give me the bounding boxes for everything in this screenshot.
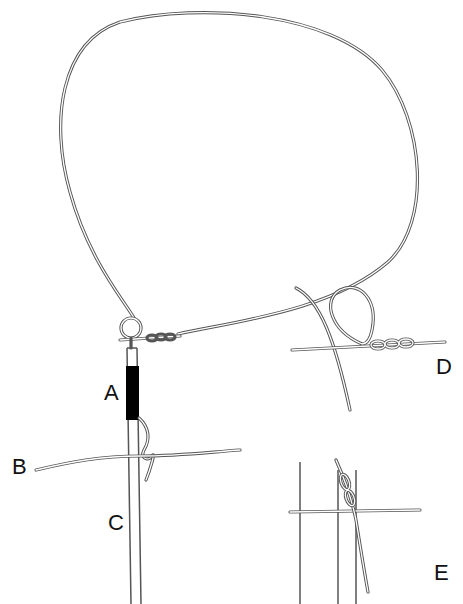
twist-knot: [147, 334, 175, 341]
detail-d: [292, 287, 445, 410]
snare-loop: [61, 13, 418, 348]
support-wire: [36, 450, 240, 470]
part-label: D: [436, 356, 452, 378]
part-label: E: [434, 562, 449, 584]
part-label: B: [12, 456, 27, 478]
tie-wire: [139, 418, 153, 480]
part-label: A: [104, 382, 119, 404]
pole: [127, 348, 141, 604]
black-sleeve: [126, 366, 139, 420]
part-label: C: [108, 512, 124, 534]
detail-e: [290, 460, 420, 604]
